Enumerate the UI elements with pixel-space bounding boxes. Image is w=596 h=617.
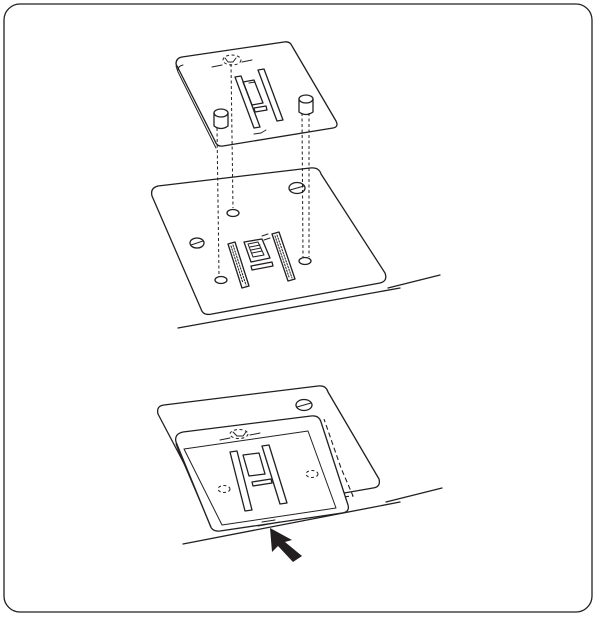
screw-icon: [295, 398, 313, 412]
guide-pin-top: [219, 429, 261, 441]
screw-icon: [288, 181, 306, 195]
attach-step: [150, 41, 441, 329]
push-arrow-icon: [270, 528, 302, 562]
needle-plate-attachment: [175, 41, 338, 149]
feed-dog-left: [227, 241, 250, 289]
alignment-guides: [216, 63, 310, 277]
hole: [214, 275, 228, 285]
machine-bed-edge: [177, 274, 441, 329]
machine-bed-edge: [182, 487, 443, 545]
needle-opening: [243, 238, 274, 271]
feed-dog-right: [271, 231, 296, 282]
hidden-pin-right: [305, 470, 319, 478]
hole: [226, 208, 240, 218]
installed-step: [156, 385, 443, 562]
needle-plate: [150, 167, 387, 316]
needle-plate-attachment: [175, 415, 350, 532]
hole: [298, 256, 312, 266]
guide-pin-right: [298, 94, 314, 116]
hidden-pin-left: [217, 485, 231, 493]
guide-pin-left: [213, 108, 229, 130]
panel-border: [3, 3, 593, 613]
slot-pattern: [229, 444, 288, 512]
guide-pin-top: [211, 54, 253, 68]
slot-pattern: [234, 68, 284, 129]
screw-icon: [189, 237, 205, 249]
